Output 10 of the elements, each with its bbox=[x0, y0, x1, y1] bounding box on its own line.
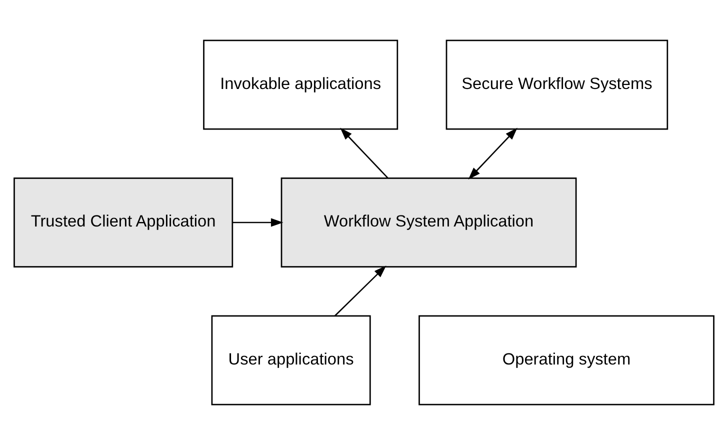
node-box: Secure Workflow Systems bbox=[446, 40, 668, 130]
arrow bbox=[334, 266, 386, 316]
node-box: Invokable applications bbox=[203, 40, 398, 130]
node-box: Trusted Client Application bbox=[14, 178, 234, 268]
node-box: Workflow System Application bbox=[280, 178, 577, 268]
node-box: Operating system bbox=[418, 315, 714, 406]
arrow bbox=[468, 128, 518, 180]
node-box: User applications bbox=[211, 315, 371, 406]
arrow bbox=[232, 218, 284, 227]
arrow bbox=[340, 128, 388, 179]
